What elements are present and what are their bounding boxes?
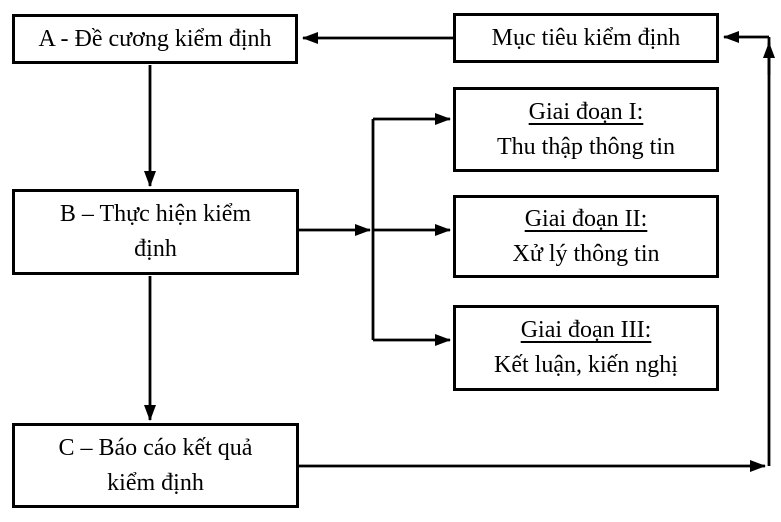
node-giai-doan-3: Giai đoạn III: Kết luận, kiến nghị <box>453 305 719 391</box>
node-a-de-cuong: A - Đề cương kiểm định <box>12 14 298 64</box>
node-b-label-line1: B – Thực hiện kiểm <box>59 201 252 227</box>
node-c-label-line1: C – Báo cáo kết quả <box>58 434 253 461</box>
node-giai-doan-3-title: Giai đoạn III: <box>520 317 652 343</box>
node-giai-doan-1-subtitle: Thu thập thông tin <box>497 133 675 160</box>
node-muc-tieu-label: Mục tiêu kiểm định <box>491 24 681 51</box>
node-giai-doan-2-subtitle: Xử lý thông tin <box>512 240 660 267</box>
node-giai-doan-2-title: Giai đoạn II: <box>524 205 648 232</box>
node-a-label: A - Đề cương kiểm định <box>38 25 272 52</box>
node-giai-doan-2: Giai đoạn II: Xử lý thông tin <box>453 195 719 278</box>
node-b-thuc-hien: B – Thực hiện kiểm định <box>12 189 299 275</box>
node-b-label-line2: định <box>134 236 177 262</box>
node-muc-tieu: Mục tiêu kiểm định <box>453 13 719 63</box>
node-c-label-line2: kiểm định <box>107 469 204 496</box>
node-giai-doan-1-title: Giai đoạn I: <box>528 98 644 125</box>
node-giai-doan-3-subtitle: Kết luận, kiến nghị <box>494 352 678 378</box>
node-c-bao-cao: C – Báo cáo kết quả kiểm định <box>12 423 299 508</box>
node-giai-doan-1: Giai đoạn I: Thu thập thông tin <box>453 87 719 172</box>
